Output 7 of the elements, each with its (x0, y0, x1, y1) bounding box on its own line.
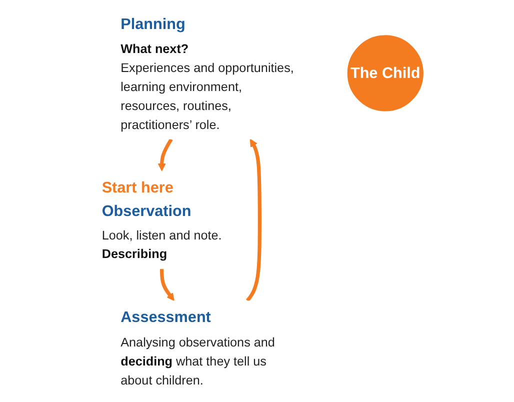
node-text: Start here Observation Look, listen and note. Describing (102, 178, 222, 261)
arrow (160, 269, 174, 301)
arrow (158, 138, 173, 172)
node-text: Assessment Analysing observations and deciding what they tell us about children. (120, 308, 275, 387)
arrow (246, 138, 262, 302)
node-text: Planning What next? Experiences and opportunities, learning environment, resources, routines, practitioners’ role. (120, 15, 294, 132)
node-circle: The Child (347, 35, 424, 112)
